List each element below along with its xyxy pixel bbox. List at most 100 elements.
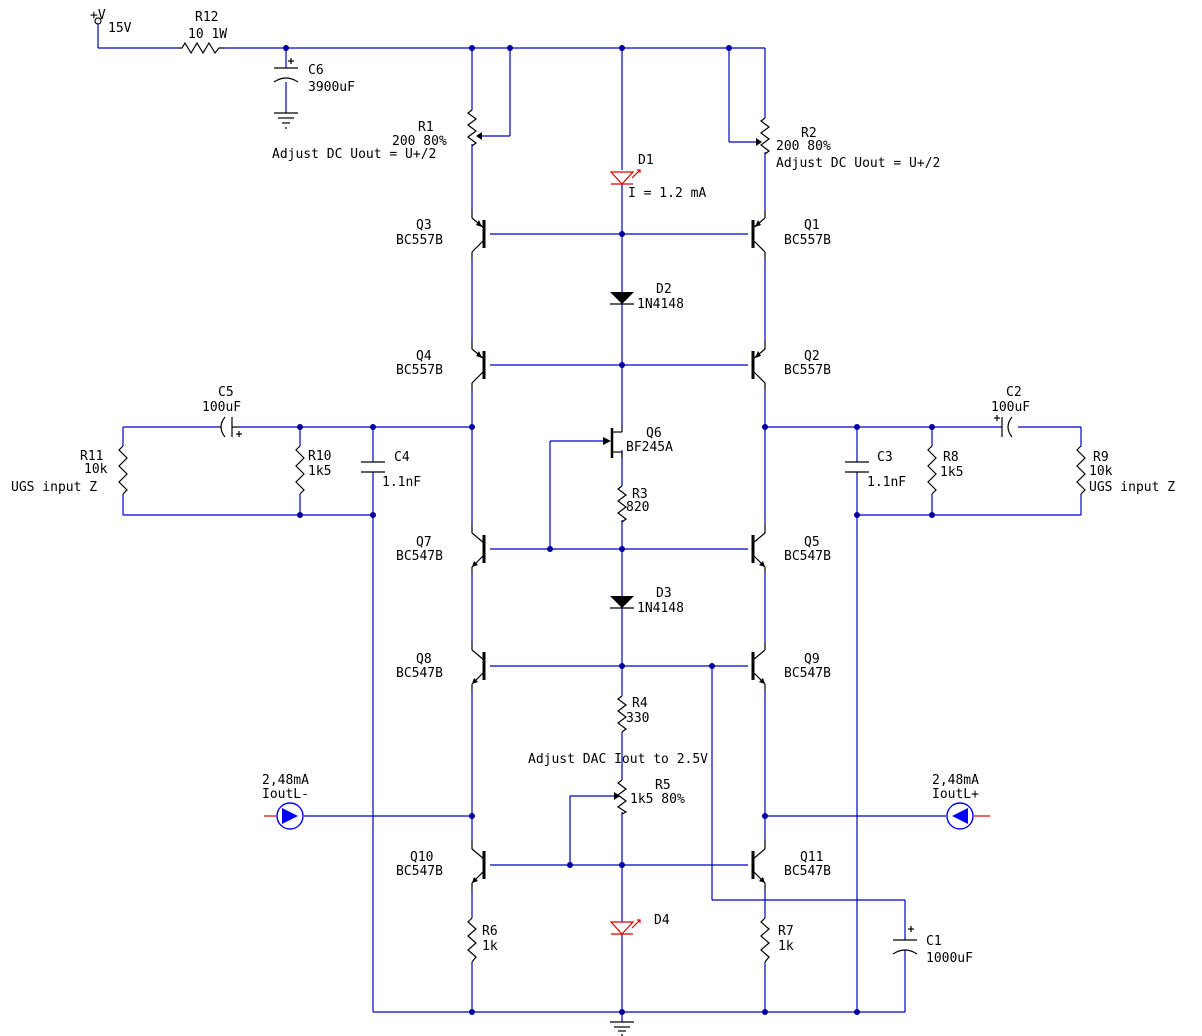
q5-value: BC547B — [784, 549, 831, 564]
d2-value: 1N4148 — [637, 297, 684, 312]
q6-label: Q6 — [646, 426, 662, 441]
r7-value: 1k — [778, 939, 794, 954]
led-d4 — [609, 919, 641, 935]
supply-value: 15V — [108, 21, 132, 36]
r6-value: 1k — [482, 939, 498, 954]
capacitor-c1 — [892, 926, 918, 955]
d1-label: D1 — [638, 153, 654, 168]
junctions — [283, 45, 935, 1015]
q1-value: BC557B — [784, 233, 831, 248]
c4-value: 1.1nF — [382, 475, 421, 490]
jfet-q6 — [603, 426, 623, 458]
c3-value: 1.1nF — [867, 475, 906, 490]
r9-note: UGS input Z — [1089, 480, 1175, 495]
q2-label: Q2 — [804, 349, 820, 364]
q1-label: Q1 — [804, 218, 820, 233]
led-d1 — [609, 169, 641, 185]
r10-label: R10 — [308, 449, 331, 464]
r8-value: 1k5 — [940, 465, 963, 480]
r8-label: R8 — [943, 450, 959, 465]
current-source-right — [946, 802, 990, 830]
resistor-r9 — [1076, 445, 1086, 495]
capacitor-c5 — [218, 416, 242, 438]
source-left-name: IoutL- — [262, 787, 309, 802]
q3-value: BC557B — [396, 233, 443, 248]
ground-symbol-c6 — [274, 112, 298, 129]
c6-label: C6 — [308, 63, 324, 78]
source-right-name: IoutL+ — [932, 787, 979, 802]
transistor-q3 — [471, 210, 486, 258]
diode-d3 — [610, 596, 634, 609]
resistor-r3 — [617, 485, 627, 523]
q9-value: BC547B — [784, 666, 831, 681]
q10-label: Q10 — [410, 850, 433, 865]
q9-label: Q9 — [804, 652, 820, 667]
q8-value: BC547B — [396, 666, 443, 681]
r10-value: 1k5 — [308, 464, 331, 479]
c5-label: C5 — [218, 385, 234, 400]
d3-label: D3 — [656, 586, 672, 601]
transistor-q7 — [471, 524, 486, 573]
r4-value: 330 — [626, 711, 649, 726]
r9-label: R9 — [1093, 450, 1109, 465]
transistor-q10 — [471, 840, 486, 890]
transistor-q2 — [751, 340, 766, 390]
ground-symbol-main — [610, 1021, 634, 1036]
q7-value: BC547B — [396, 549, 443, 564]
resistor-r8 — [927, 445, 937, 495]
labels: +V 15V R12 10 1W C6 3900uF R1 200 80% Ad… — [11, 8, 1175, 966]
c5-value: 100uF — [202, 400, 241, 415]
r5-label: R5 — [655, 778, 671, 793]
transistor-q1 — [751, 210, 766, 258]
supply-terminal — [94, 17, 102, 25]
r12-value: 10 1W — [188, 27, 227, 42]
r9-value: 10k — [1089, 464, 1113, 479]
potentiometer-r5 — [614, 779, 628, 815]
d1-note: I = 1.2 mA — [628, 186, 706, 201]
potentiometer-r2 — [756, 117, 770, 155]
c2-value: 100uF — [991, 400, 1030, 415]
q5-label: Q5 — [804, 535, 820, 550]
c6-value: 3900uF — [308, 80, 355, 95]
r12-label: R12 — [195, 10, 218, 25]
capacitor-c3 — [845, 461, 869, 473]
resistor-r7 — [760, 917, 770, 963]
q4-value: BC557B — [396, 363, 443, 378]
q8-label: Q8 — [416, 652, 432, 667]
d4-label: D4 — [654, 913, 670, 928]
source-right-current: 2,48mA — [932, 773, 979, 788]
supply-name: +V — [90, 8, 106, 23]
c2-label: C2 — [1006, 385, 1022, 400]
q3-label: Q3 — [416, 218, 432, 233]
c3-label: C3 — [877, 450, 893, 465]
r1-value: 200 80% — [392, 134, 447, 149]
resistor-r10 — [295, 445, 305, 495]
d3-value: 1N4148 — [637, 601, 684, 616]
resistor-r11 — [118, 445, 128, 495]
current-source-left — [264, 802, 304, 830]
r5-note: Adjust DAC Iout to 2.5V — [528, 752, 708, 767]
r11-note: UGS input Z — [11, 480, 97, 495]
q7-label: Q7 — [416, 535, 432, 550]
q4-label: Q4 — [416, 349, 432, 364]
r4-label: R4 — [632, 696, 648, 711]
r1-label: R1 — [418, 120, 434, 135]
diode-d2 — [610, 292, 634, 305]
transistor-q9 — [751, 642, 766, 690]
resistor-r12 — [178, 41, 225, 55]
r3-label: R3 — [632, 487, 648, 502]
capacitor-c4 — [361, 461, 385, 473]
q10-value: BC547B — [396, 864, 443, 879]
r5-value: 1k5 80% — [630, 792, 685, 807]
wires — [97, 24, 1082, 1022]
r2-value: 200 80% — [776, 139, 831, 154]
q2-value: BC557B — [784, 363, 831, 378]
source-left-current: 2,48mA — [262, 773, 309, 788]
q6-value: BF245A — [626, 440, 673, 455]
r11-value: 10k — [84, 462, 108, 477]
transistor-q11 — [751, 840, 766, 890]
capacitor-c6 — [273, 58, 299, 83]
c1-label: C1 — [926, 934, 942, 949]
r6-label: R6 — [482, 924, 498, 939]
